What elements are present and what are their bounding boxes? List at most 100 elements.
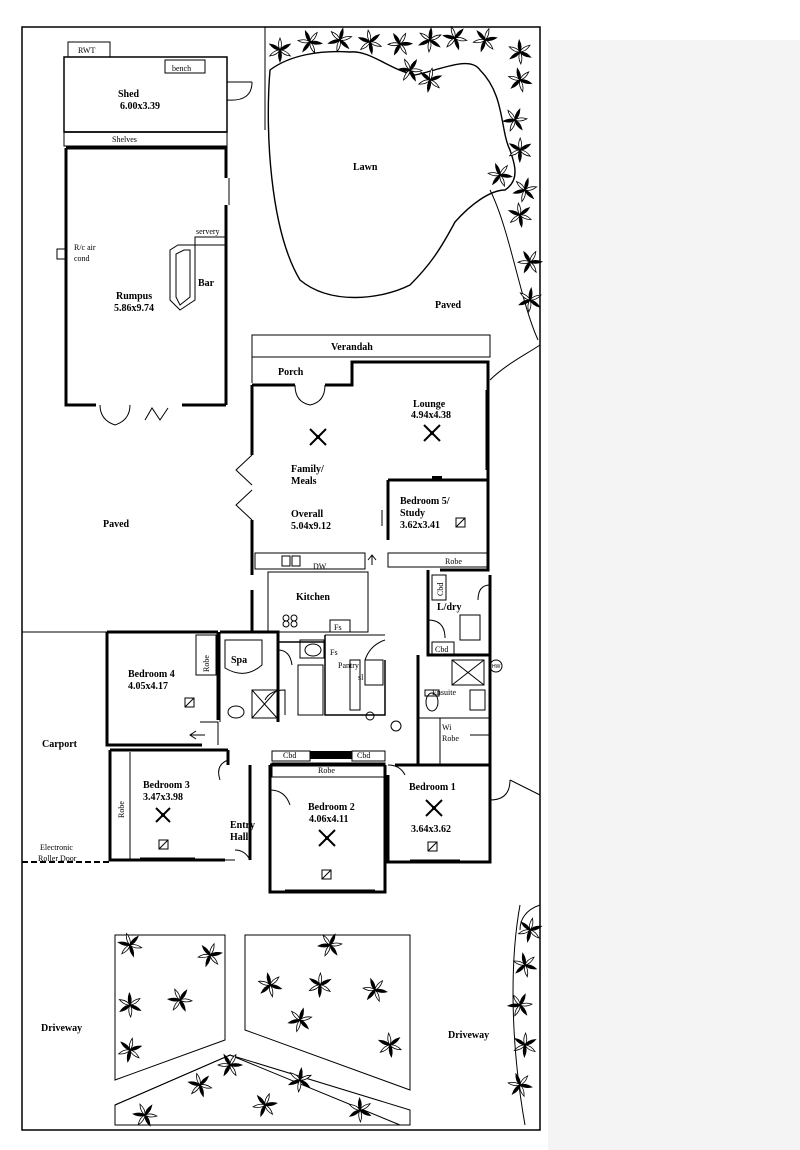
plant-icon bbox=[257, 972, 283, 998]
plant-icon bbox=[386, 32, 414, 56]
roller-door-label-1: Electronic bbox=[40, 843, 73, 852]
plant-icon bbox=[308, 971, 332, 999]
dishwasher-label: DW bbox=[313, 562, 327, 571]
paved-left-label: Paved bbox=[103, 519, 130, 530]
plant-icons bbox=[117, 25, 544, 1127]
plant-icon bbox=[362, 977, 388, 1003]
shed-label: Shed bbox=[118, 89, 140, 100]
fs-label-pantry: Fs bbox=[330, 648, 338, 657]
bedroom5-label-2: Study bbox=[400, 508, 425, 519]
plant-icon bbox=[507, 1072, 533, 1098]
lounge-label: Lounge bbox=[413, 399, 446, 410]
cbd-label-laundry-2: Cbd bbox=[435, 645, 448, 654]
bedroom2-dimensions: 4.06x4.11 bbox=[309, 814, 348, 825]
plant-icon bbox=[502, 108, 528, 132]
cbd-label-bed2-left: Cbd bbox=[283, 751, 296, 760]
plant-icon bbox=[442, 25, 468, 51]
walk-in-label-2: Robe bbox=[442, 734, 459, 743]
robe-label-bed4: Robe bbox=[202, 655, 211, 672]
plant-icon bbox=[327, 27, 353, 53]
entry-label-1: Entry bbox=[230, 820, 255, 831]
kitchen-bench bbox=[267, 571, 369, 633]
plant-icon bbox=[507, 993, 533, 1017]
plant-icon bbox=[357, 29, 383, 55]
page-margin bbox=[548, 40, 800, 1150]
air-conditioner bbox=[56, 248, 66, 260]
plant-icon bbox=[216, 1053, 244, 1077]
family-label-1: Family/ bbox=[291, 464, 324, 475]
bench bbox=[164, 59, 206, 74]
lounge-dimensions: 4.94x4.38 bbox=[411, 410, 451, 421]
bedroom2-label: Bedroom 2 bbox=[308, 802, 355, 813]
plant-icon bbox=[512, 952, 538, 978]
bar-label: Bar bbox=[198, 278, 215, 289]
garden-beds bbox=[114, 904, 541, 1126]
verandah bbox=[251, 334, 491, 358]
shed bbox=[63, 27, 266, 147]
driveway-left-label: Driveway bbox=[41, 1023, 82, 1034]
plant-icon bbox=[507, 67, 533, 93]
laundry-label: L/dry bbox=[437, 602, 461, 613]
ensuite-label: Ensuite bbox=[432, 688, 456, 697]
plant-icon bbox=[167, 988, 193, 1012]
ceiling-fans bbox=[155, 424, 443, 847]
plant-icon bbox=[288, 1067, 312, 1093]
plant-icon bbox=[417, 67, 443, 93]
plant-icon bbox=[117, 932, 143, 958]
verandah-label: Verandah bbox=[331, 342, 373, 353]
heater-icons bbox=[158, 517, 466, 880]
kitchen-label: Kitchen bbox=[296, 592, 330, 603]
porch-label: Porch bbox=[278, 367, 304, 378]
bedroom3-dimensions: 3.47x3.98 bbox=[143, 792, 183, 803]
plant-icon bbox=[518, 287, 542, 313]
plant-icon bbox=[487, 162, 513, 188]
carport-label: Carport bbox=[42, 739, 78, 750]
shed-dimensions: 6.00x3.39 bbox=[120, 101, 160, 112]
hot-water-unit bbox=[489, 659, 503, 673]
entry-label-2: Hall bbox=[230, 832, 249, 843]
paved-top-label: Paved bbox=[435, 300, 462, 311]
plant-icon bbox=[418, 27, 442, 53]
plant-icon bbox=[513, 1032, 537, 1058]
site-boundary bbox=[21, 26, 541, 1131]
sl-label: sl bbox=[358, 673, 364, 682]
spa-label: Spa bbox=[231, 655, 247, 666]
lawn-outline bbox=[267, 50, 516, 299]
shelves bbox=[63, 131, 228, 147]
plant-icon bbox=[117, 1037, 143, 1063]
plant-icon bbox=[378, 1032, 402, 1058]
plant-icon bbox=[132, 1103, 158, 1127]
bench-label: bench bbox=[172, 64, 191, 73]
house bbox=[22, 334, 541, 894]
robe-label-bed3: Robe bbox=[117, 801, 126, 818]
plant-icon bbox=[508, 39, 532, 65]
plant-icon bbox=[187, 1072, 213, 1098]
bedroom4-dimensions: 4.05x4.17 bbox=[128, 681, 168, 692]
plant-icon bbox=[517, 917, 543, 943]
air-cond-label-2: cond bbox=[74, 254, 90, 263]
plant-icon bbox=[268, 36, 292, 64]
plant-icon bbox=[197, 942, 223, 968]
rumpus-label: Rumpus bbox=[116, 291, 152, 302]
rwt-label: RWT bbox=[78, 46, 95, 55]
plant-icon bbox=[507, 202, 533, 228]
robe-label-bed2: Robe bbox=[318, 766, 335, 775]
bedroom1-dimensions: 3.64x3.62 bbox=[411, 824, 451, 835]
shelves-label: Shelves bbox=[112, 135, 137, 144]
rumpus-dimensions: 5.86x9.74 bbox=[114, 303, 154, 314]
rumpus bbox=[56, 146, 230, 426]
overall-label: Overall bbox=[291, 509, 323, 520]
plant-icon bbox=[472, 27, 498, 53]
fridge-space-label: Fs bbox=[334, 623, 342, 632]
plant-icon bbox=[287, 1007, 313, 1033]
plant-icon bbox=[118, 992, 142, 1018]
pantry-label: Pantry bbox=[338, 661, 359, 670]
servery-label: servery bbox=[196, 227, 220, 236]
plant-icon bbox=[508, 136, 532, 164]
spa-tub bbox=[224, 639, 263, 674]
bedroom5-dimensions: 3.62x3.41 bbox=[400, 520, 440, 531]
plant-icon bbox=[297, 30, 323, 54]
cbd-label-bed2-right: Cbd bbox=[357, 751, 370, 760]
plant-icon bbox=[252, 1092, 278, 1118]
